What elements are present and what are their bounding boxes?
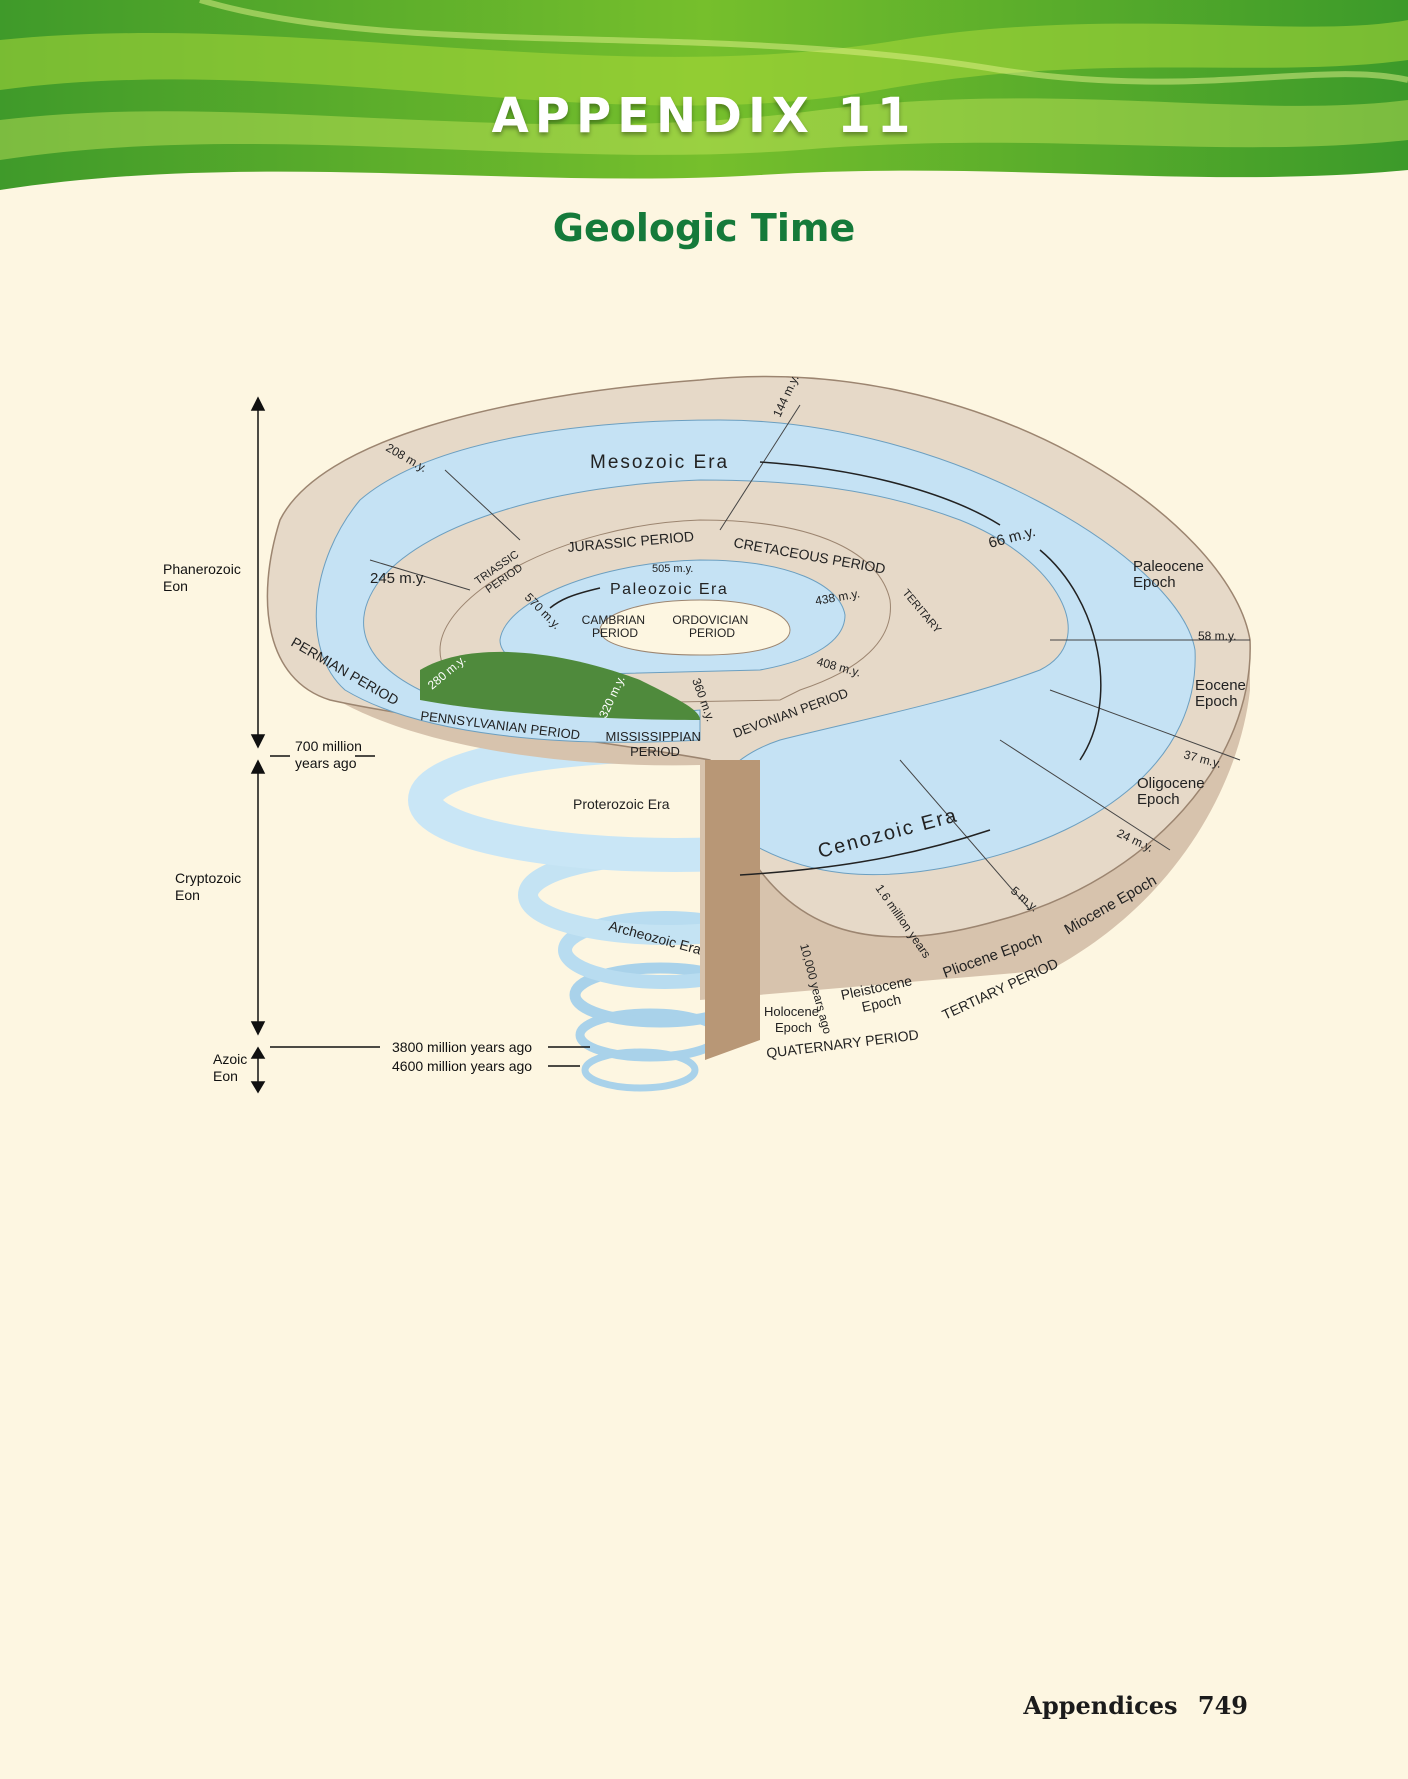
ordovician-period-label: ORDOVICIAN PERIOD bbox=[672, 613, 751, 640]
time-505-label: 505 m.y. bbox=[652, 563, 693, 575]
mark-700-million-label: 700 million years ago bbox=[295, 738, 366, 771]
eon-scale-bar bbox=[250, 396, 590, 1094]
time-245-label: 245 m.y. bbox=[370, 570, 426, 587]
boundary-lines bbox=[369, 404, 1250, 911]
phanerozoic-eon-label: Phanerozoic Eon bbox=[163, 561, 245, 594]
time-58-label: 58 m.y. bbox=[1198, 629, 1236, 643]
paleocene-epoch-label: Paleocene Epoch bbox=[1133, 558, 1208, 591]
flow-arrows bbox=[549, 461, 1102, 876]
center-hole bbox=[599, 599, 791, 656]
mesozoic-era-label: Mesozoic Era bbox=[590, 452, 729, 473]
eocene-epoch-label: Eocene Epoch bbox=[1195, 677, 1250, 710]
forest-area bbox=[420, 651, 700, 720]
mark-3800-label: 3800 million years ago bbox=[392, 1039, 532, 1055]
azoic-eon-label: Azoic Eon bbox=[213, 1051, 251, 1084]
oligocene-epoch-label: Oligocene Epoch bbox=[1137, 775, 1209, 808]
cut-face bbox=[705, 760, 760, 1060]
mark-4600-label: 4600 million years ago bbox=[392, 1058, 532, 1074]
header-banner bbox=[0, 0, 1408, 190]
footer-section-label: Appendices bbox=[1023, 1691, 1178, 1720]
cryptozoic-eon-label: Cryptozoic Eon bbox=[175, 870, 245, 903]
cambrian-period-label: CAMBRIAN PERIOD bbox=[582, 613, 649, 640]
ocean-band-outer bbox=[315, 419, 1196, 876]
page-number: 749 bbox=[1197, 1691, 1248, 1720]
proterozoic-era-label: Proterozoic Era bbox=[573, 796, 670, 812]
page-title: Geologic Time bbox=[552, 206, 856, 250]
mississippian-period-label: MISSISSIPPIAN PERIOD bbox=[606, 729, 705, 759]
geologic-time-spiral-diagram: Phanerozoic Eon Cryptozoic Eon Azoic Eon… bbox=[163, 372, 1251, 1094]
appendix-title: APPENDIX 11 bbox=[491, 88, 917, 144]
holocene-epoch-label: Holocene Epoch bbox=[764, 1004, 823, 1035]
paleozoic-era-label: Paleozoic Era bbox=[610, 581, 728, 598]
page-footer: Appendices 749 bbox=[1011, 1691, 1248, 1720]
